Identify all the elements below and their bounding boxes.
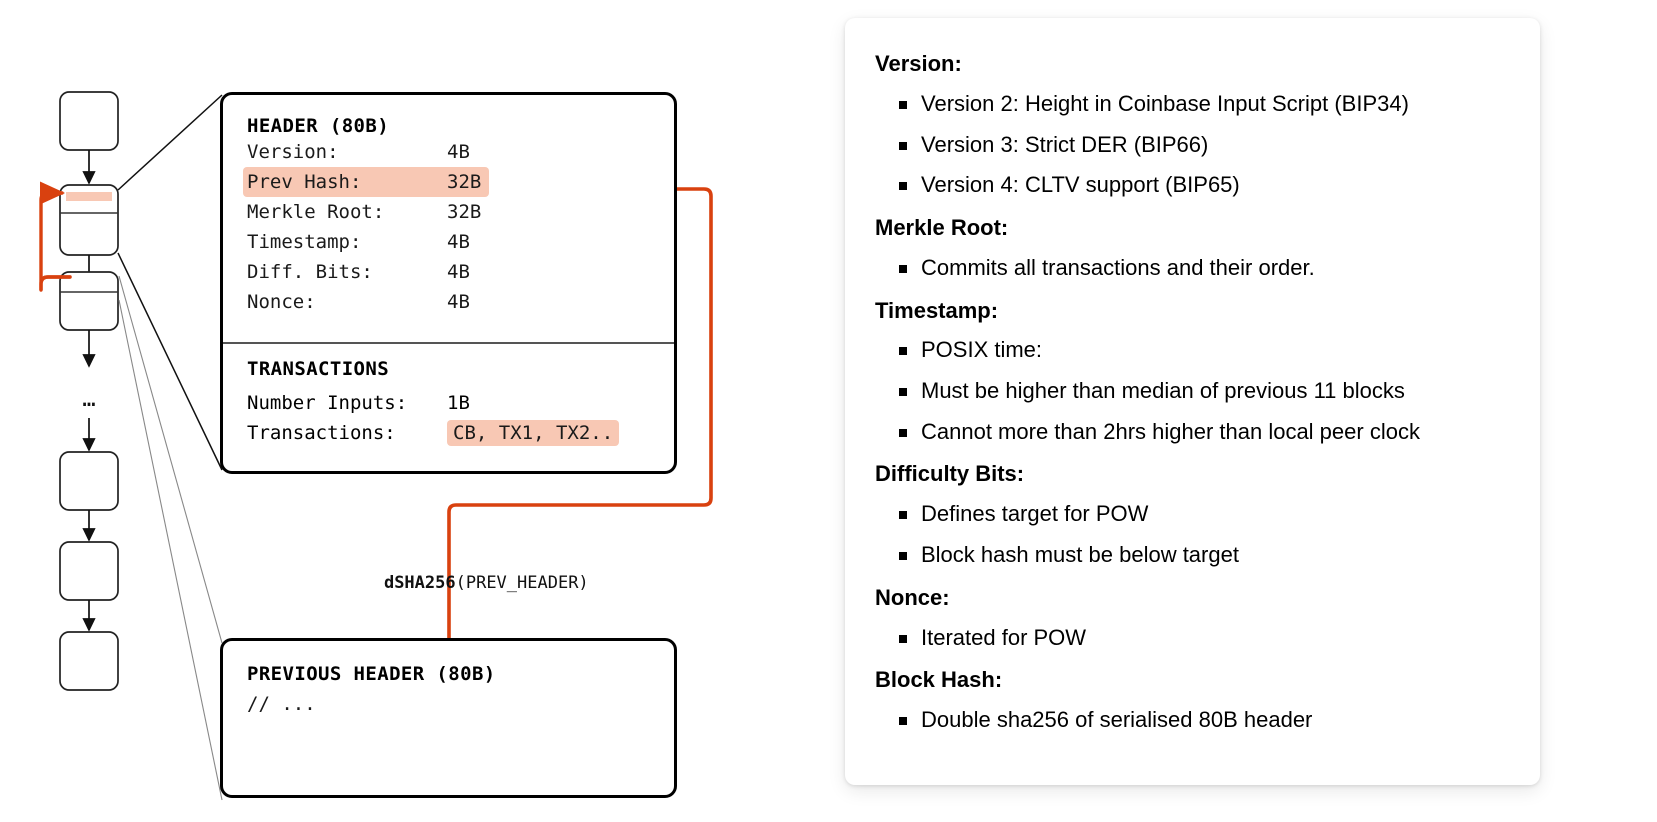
field-label: Prev Hash: <box>247 171 362 193</box>
field-label: Diff. Bits: <box>247 261 373 283</box>
field-row-prev-hash: Prev Hash: 32B <box>243 167 490 197</box>
field-size: 4B <box>447 291 470 313</box>
section-bullets-nonce: Iterated for POW <box>875 618 1506 659</box>
callout-line-top <box>117 94 223 191</box>
list-item: Commits all transactions and their order… <box>899 248 1506 289</box>
hash-fn-arg: (PREV_HEADER) <box>455 573 589 593</box>
previous-header-comment: // ... <box>247 693 316 715</box>
previous-header-title: PREVIOUS HEADER (80B) <box>247 663 496 685</box>
section-heading-timestamp: Timestamp: <box>875 297 999 323</box>
section-bullets-difficulty-bits: Defines target for POW Block hash must b… <box>875 494 1506 575</box>
info-panel-card: Version: Version 2: Height in Coinbase I… <box>845 18 1540 785</box>
previous-header-box: PREVIOUS HEADER (80B) // ... <box>220 638 677 798</box>
callout-line-prev-top <box>118 275 223 644</box>
row-transactions: Transactions: CB, TX1, TX2.. <box>247 418 674 448</box>
blockchain-diagram: … <box>39 91 713 801</box>
list-item: Version 4: CLTV support (BIP65) <box>899 165 1506 206</box>
hash-function-label: dSHA256(PREV_HEADER) <box>343 553 589 613</box>
list-item: Cannot more than 2hrs higher than local … <box>899 412 1506 453</box>
chain-block-3[interactable] <box>59 271 119 331</box>
chain-ellipsis: … <box>82 387 95 412</box>
number-inputs-value: 1B <box>447 392 470 414</box>
prev-hash-arrow <box>447 176 713 647</box>
field-row-diff-bits: Diff. Bits: 4B <box>247 257 470 287</box>
previous-header-body: PREVIOUS HEADER (80B) // ... <box>223 641 674 715</box>
field-row-merkle-root: Merkle Root: 32B <box>247 197 481 227</box>
section-heading-merkle-root: Merkle Root: <box>875 214 1009 240</box>
callout-line-bottom <box>117 252 223 471</box>
list-item: Block hash must be below target <box>899 535 1506 576</box>
field-size: 4B <box>447 261 470 283</box>
header-section: HEADER (80B) Version: 4B Prev Hash: 32B … <box>223 95 674 331</box>
field-size: 32B <box>447 171 482 193</box>
number-inputs-label: Number Inputs: <box>247 392 408 414</box>
field-label: Merkle Root: <box>247 201 385 223</box>
transactions-label: Transactions: <box>247 422 396 444</box>
section-bullets-merkle-root: Commits all transactions and their order… <box>875 248 1506 289</box>
field-label: Version: <box>247 141 339 163</box>
hash-fn-name: dSHA256 <box>383 573 456 593</box>
section-heading-block-hash: Block Hash: <box>875 667 1003 693</box>
list-item: Defines target for POW <box>899 494 1506 535</box>
chain-block-5[interactable] <box>59 541 119 601</box>
section-heading-nonce: Nonce: <box>875 584 950 610</box>
callout-line-prev-bottom <box>118 299 223 801</box>
section-heading-version: Version: <box>875 51 962 76</box>
header-box-title: HEADER (80B) <box>247 115 390 137</box>
row-number-inputs: Number Inputs: 1B <box>247 388 674 418</box>
chain-block-4[interactable] <box>59 451 119 511</box>
field-size: 4B <box>447 141 470 163</box>
field-row-timestamp: Timestamp: 4B <box>247 227 470 257</box>
field-label: Nonce: <box>247 291 316 313</box>
list-item: POSIX time: <box>899 330 1506 371</box>
header-field-list: Version: 4B Prev Hash: 32B Merkle Root: … <box>243 137 674 317</box>
field-row-version: Version: 4B <box>247 137 470 167</box>
list-item: Must be higher than median of previous 1… <box>899 371 1506 412</box>
section-bullets-block-hash: Double sha256 of serialised 80B header <box>875 700 1506 741</box>
list-item: Double sha256 of serialised 80B header <box>899 700 1506 741</box>
list-item: Iterated for POW <box>899 618 1506 659</box>
transactions-value-chip: CB, TX1, TX2.. <box>447 420 620 446</box>
header-divider <box>223 342 674 344</box>
field-size: 4B <box>447 231 470 253</box>
chain-block-2[interactable] <box>59 184 119 256</box>
transactions-title: TRANSACTIONS <box>247 358 390 380</box>
chain-block-1[interactable] <box>59 91 119 151</box>
section-heading-difficulty-bits: Difficulty Bits: <box>875 461 1025 487</box>
section-bullets-timestamp: POSIX time: Must be higher than median o… <box>875 330 1506 452</box>
field-size: 32B <box>447 201 482 223</box>
field-row-nonce: Nonce: 4B <box>247 287 470 317</box>
list-item: Version 3: Strict DER (BIP66) <box>899 125 1506 166</box>
header-box: HEADER (80B) Version: 4B Prev Hash: 32B … <box>220 92 677 474</box>
chain-block-6[interactable] <box>59 631 119 691</box>
section-bullets-version: Version 2: Height in Coinbase Input Scri… <box>875 84 1506 206</box>
list-item: Version 2: Height in Coinbase Input Scri… <box>899 84 1506 125</box>
field-label: Timestamp: <box>247 231 362 253</box>
transactions-section: TRANSACTIONS Number Inputs: 1B Transacti… <box>223 344 674 448</box>
prev-hash-stripe <box>66 192 112 201</box>
